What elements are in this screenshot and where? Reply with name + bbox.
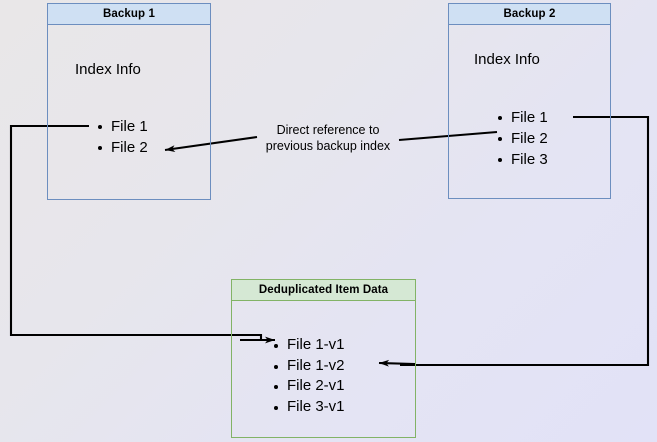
node-backup2-title: Backup 2 (503, 8, 556, 20)
list-item: File 2 (97, 137, 148, 158)
list-item: File 1 (97, 116, 148, 137)
node-dedup-header: Deduplicated Item Data (231, 279, 416, 301)
node-backup2-header: Backup 2 (448, 3, 611, 25)
list-item: File 3-v1 (273, 397, 345, 418)
node-backup2-section-label: Index Info (474, 51, 540, 68)
node-backup1-title: Backup 1 (103, 8, 155, 20)
list-item: File 1-v2 (273, 356, 345, 377)
list-item: File 1-v1 (273, 335, 345, 356)
node-backup1[interactable] (47, 3, 211, 200)
node-backup1-header: Backup 1 (47, 3, 211, 25)
node-dedup-title: Deduplicated Item Data (258, 284, 389, 296)
node-backup1-file-list: File 1 File 2 (97, 116, 148, 158)
node-backup1-section-label: Index Info (75, 61, 141, 78)
edge-label-line-1: Direct reference to (276, 123, 380, 137)
edge-label-line-2: previous backup index (265, 139, 391, 153)
node-backup2-file-list: File 1 File 2 File 3 (497, 107, 548, 170)
list-item: File 1 (497, 107, 548, 128)
list-item: File 2 (497, 128, 548, 149)
list-item: File 3 (497, 149, 548, 170)
node-dedup-file-list: File 1-v1 File 1-v2 File 2-v1 File 3-v1 (273, 335, 345, 417)
edge-label-direct-reference: Direct reference to previous backup inde… (248, 122, 408, 154)
list-item: File 2-v1 (273, 376, 345, 397)
